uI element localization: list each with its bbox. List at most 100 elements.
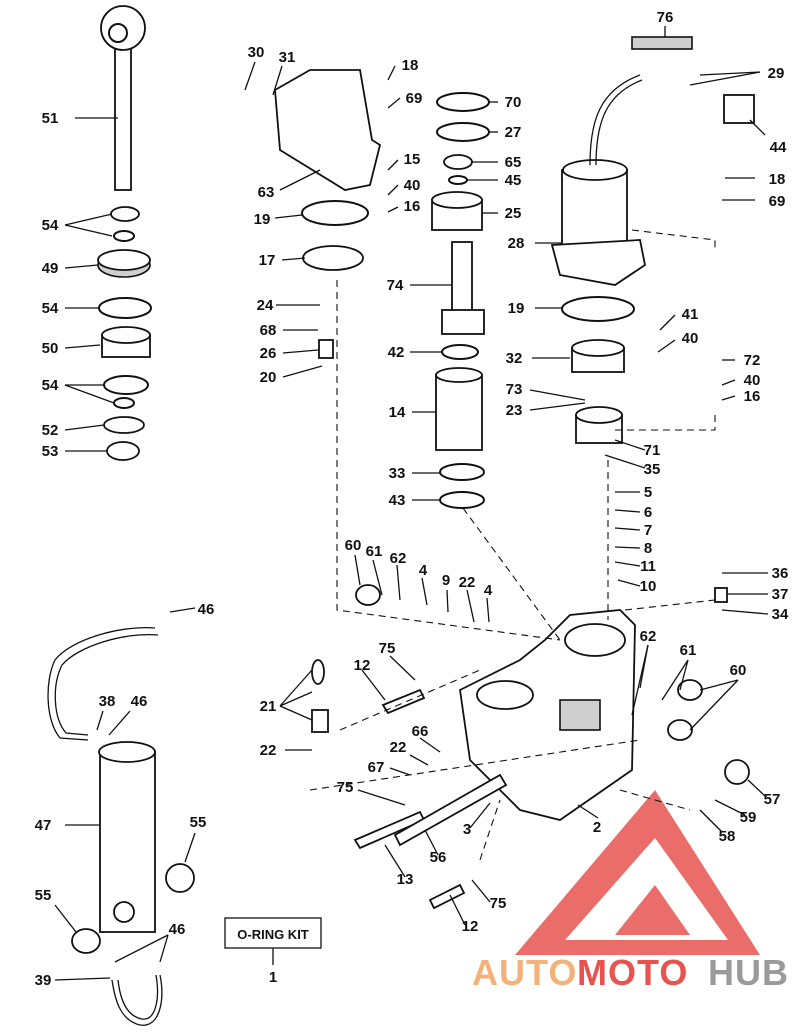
callout: 12 <box>462 918 479 935</box>
reservoir-assembly <box>274 69 382 359</box>
callout: 40 <box>404 177 421 194</box>
callout: 74 <box>387 277 404 294</box>
callout: 37 <box>772 586 789 603</box>
oring-kit-label: O-RING KIT <box>237 927 309 942</box>
callout: 19 <box>254 211 271 228</box>
callout: 15 <box>404 151 421 168</box>
callout: 56 <box>430 849 447 866</box>
callout: 26 <box>260 345 277 362</box>
callout: 16 <box>744 388 761 405</box>
callout: 51 <box>42 110 59 127</box>
pump-body <box>459 609 636 821</box>
callout: 36 <box>772 565 789 582</box>
callout: 1 <box>269 969 277 986</box>
callout: 50 <box>42 340 59 357</box>
callout: 46 <box>198 601 215 618</box>
callout: 12 <box>354 657 371 674</box>
callout: 59 <box>740 809 757 826</box>
callout: 40 <box>744 372 761 389</box>
callout: 76 <box>657 9 674 26</box>
callout: 55 <box>35 887 52 904</box>
callout: 4 <box>419 562 428 579</box>
callout: 61 <box>680 642 697 659</box>
callout: 68 <box>260 322 277 339</box>
callout: 70 <box>505 94 522 111</box>
callout: 20 <box>260 369 277 386</box>
callout: 47 <box>35 817 52 834</box>
callout: 54 <box>42 217 59 234</box>
hardware <box>311 584 750 910</box>
dashed-guides <box>309 229 716 861</box>
callout: 69 <box>769 193 786 210</box>
callout: 72 <box>744 352 761 369</box>
watermark-text: AUTO MOTO HUB <box>472 952 788 993</box>
leader-lines <box>54 26 769 981</box>
callout: 52 <box>42 422 59 439</box>
callout: 53 <box>42 443 59 460</box>
callout: 7 <box>644 522 652 539</box>
callout: 18 <box>402 57 419 74</box>
callout: 41 <box>682 306 699 323</box>
callout: 69 <box>406 90 423 107</box>
callout: 28 <box>508 235 525 252</box>
callout: 5 <box>644 484 652 501</box>
callout: 54 <box>42 300 59 317</box>
callout: 75 <box>379 640 396 657</box>
callout: 65 <box>505 154 522 171</box>
callout: 75 <box>337 779 354 796</box>
callout: 62 <box>390 550 407 567</box>
center-column-parts <box>431 92 490 509</box>
callout: 73 <box>506 381 523 398</box>
callout: 46 <box>169 921 186 938</box>
callout: 4 <box>484 582 493 599</box>
callout: 24 <box>257 297 274 314</box>
callout: 62 <box>640 628 657 645</box>
callout: 54 <box>42 377 59 394</box>
oring-kit-box: O-RING KIT <box>224 917 322 965</box>
tilt-cylinder <box>47 626 195 1026</box>
callout: 30 <box>248 44 265 61</box>
callout: 75 <box>490 895 507 912</box>
watermark-logo <box>515 790 760 955</box>
watermark-part-moto: MOTO <box>577 952 688 993</box>
callout: 11 <box>640 558 656 575</box>
callout: 57 <box>764 791 781 808</box>
callout: 29 <box>768 65 785 82</box>
callout: 67 <box>368 759 385 776</box>
callout: 31 <box>279 49 296 66</box>
callout: 66 <box>412 723 429 740</box>
callout: 25 <box>505 205 522 222</box>
callout: 34 <box>772 606 789 623</box>
callout: 45 <box>505 172 522 189</box>
callout: 17 <box>259 252 276 269</box>
callout: 43 <box>389 492 406 509</box>
callout: 3 <box>463 821 471 838</box>
callout: 22 <box>459 574 476 591</box>
callout: 32 <box>506 350 523 367</box>
watermark-triangle-inner <box>565 838 728 940</box>
rod-assembly <box>97 5 152 461</box>
callout: 63 <box>258 184 275 201</box>
callout: 35 <box>644 461 661 478</box>
callout: 71 <box>644 442 661 459</box>
callout: 33 <box>389 465 406 482</box>
callout: 19 <box>508 300 525 317</box>
callout: 21 <box>260 698 277 715</box>
callout: 42 <box>388 344 405 361</box>
callout: 27 <box>505 124 522 141</box>
callout: 58 <box>719 828 736 845</box>
watermark-triangle-core <box>615 885 690 935</box>
watermark-part-auto: AUTO <box>472 952 577 993</box>
motor-assembly <box>550 36 755 444</box>
callout: 9 <box>442 572 450 589</box>
callout: 8 <box>644 540 652 557</box>
callout: 38 <box>99 693 116 710</box>
callout: 60 <box>345 537 362 554</box>
callout: 55 <box>190 814 207 831</box>
callout: 60 <box>730 662 747 679</box>
callout: 40 <box>682 330 699 347</box>
callout: 49 <box>42 260 59 277</box>
callout: 22 <box>260 742 277 759</box>
callout: 16 <box>404 198 421 215</box>
